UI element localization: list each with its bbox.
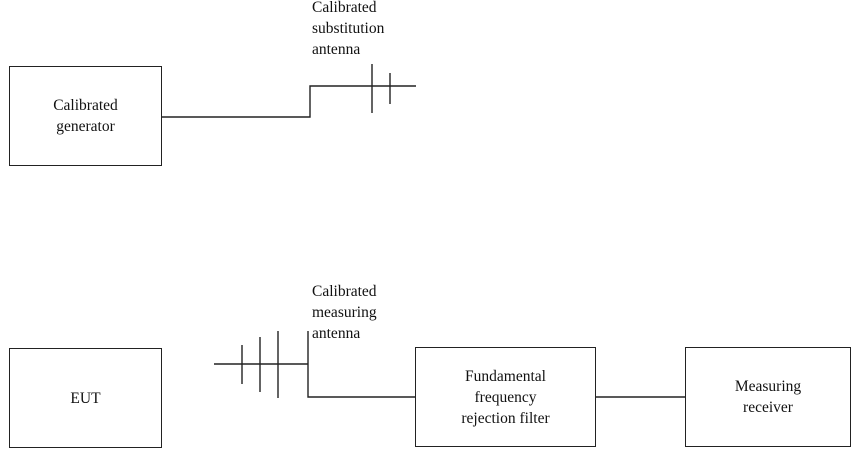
calibrated-generator-label: Calibrated generator [53,97,118,135]
eut-label: EUT [70,389,101,407]
measuring-receiver-label: Measuring receiver [734,378,802,416]
measuring-receiver-box: Measuring receiver [685,347,851,447]
measuring-antenna-label: Calibrated measuring antenna [312,283,377,342]
generator-to-antenna-cable [162,85,416,118]
rejection-filter-label: Fundamental frequency rejection filter [461,367,550,427]
calibrated-generator-box: Calibrated generator [9,66,162,166]
substitution-antenna-label: Calibrated substitution antenna [312,0,385,58]
rejection-filter-box: Fundamental frequency rejection filter [415,347,596,447]
eut-box: EUT [9,348,162,448]
antenna-to-filter-cable [307,331,415,398]
